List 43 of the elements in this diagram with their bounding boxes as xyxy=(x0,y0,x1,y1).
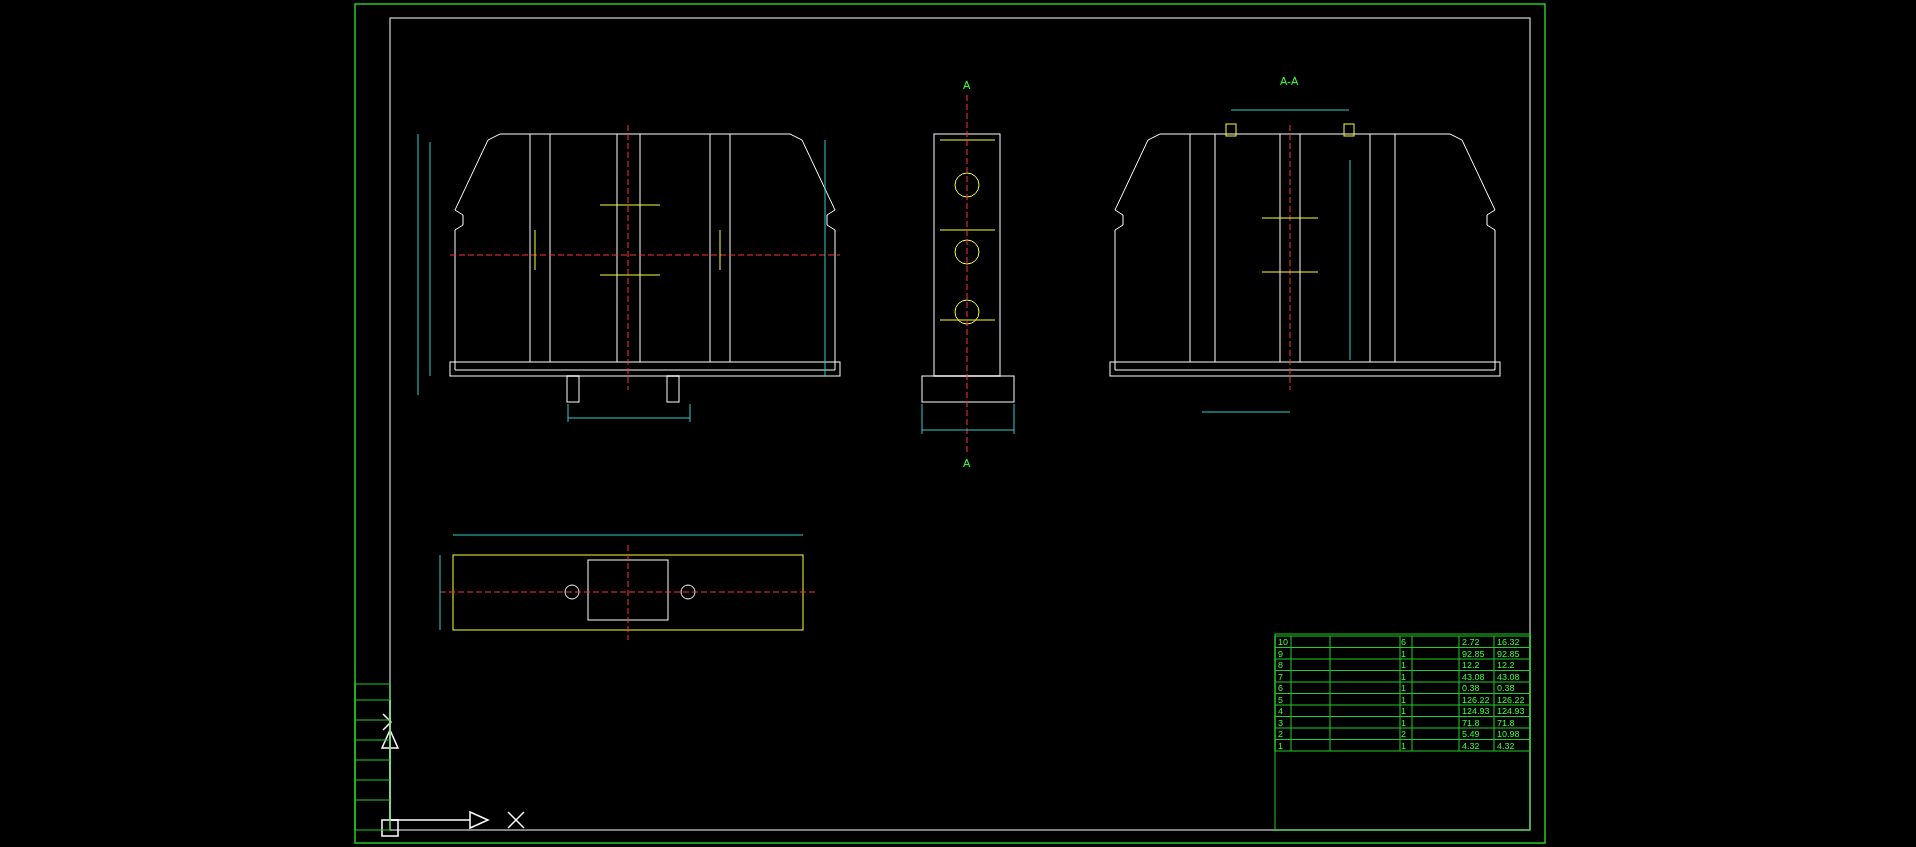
quantity: 1 xyxy=(1401,683,1406,693)
total-weight: 43.08 xyxy=(1497,671,1520,682)
item-number: 6 xyxy=(1278,683,1283,693)
quantity: 1 xyxy=(1401,694,1406,705)
unit-weight: 5.49 xyxy=(1462,729,1480,739)
total-weight: 71.8 xyxy=(1497,717,1515,728)
unit-weight: 0.38 xyxy=(1462,683,1480,693)
unit-weight: 2.72 xyxy=(1462,637,1480,647)
quantity: 1 xyxy=(1401,648,1406,659)
quantity: 2 xyxy=(1401,729,1406,739)
item-number: 2 xyxy=(1278,729,1283,739)
quantity: 1 xyxy=(1401,660,1406,670)
unit-weight: 43.08 xyxy=(1462,671,1485,682)
quantity: 1 xyxy=(1401,706,1406,716)
unit-weight: 124.93 xyxy=(1462,706,1490,716)
item-number: 5 xyxy=(1278,694,1283,705)
item-number: 4 xyxy=(1278,706,1283,716)
quantity: 1 xyxy=(1401,671,1406,682)
total-weight: 12.2 xyxy=(1497,660,1515,670)
total-weight: 4.32 xyxy=(1497,740,1515,751)
total-weight: 16.32 xyxy=(1497,637,1520,647)
section-mark: A xyxy=(963,80,971,90)
total-weight: 0.38 xyxy=(1497,683,1515,693)
total-weight: 92.85 xyxy=(1497,648,1520,659)
item-number: 1 xyxy=(1278,740,1283,751)
item-number: 9 xyxy=(1278,648,1283,659)
quantity: 1 xyxy=(1401,717,1406,728)
total-weight: 126.22 xyxy=(1497,694,1525,705)
unit-weight: 71.8 xyxy=(1462,717,1480,728)
unit-weight: 126.22 xyxy=(1462,694,1490,705)
item-number: 7 xyxy=(1278,671,1283,682)
unit-weight: 12.2 xyxy=(1462,660,1480,670)
item-number: 3 xyxy=(1278,717,1283,728)
unit-weight: 4.32 xyxy=(1462,740,1480,751)
quantity: 6 xyxy=(1401,637,1406,647)
quantity: 1 xyxy=(1401,740,1406,751)
total-weight: 124.93 xyxy=(1497,706,1525,716)
item-number: 8 xyxy=(1278,660,1283,670)
section-mark: A xyxy=(963,458,971,468)
total-weight: 10.98 xyxy=(1497,729,1520,739)
section-title: A-A xyxy=(1280,76,1299,86)
unit-weight: 92.85 xyxy=(1462,648,1485,659)
item-number: 10 xyxy=(1278,637,1288,647)
